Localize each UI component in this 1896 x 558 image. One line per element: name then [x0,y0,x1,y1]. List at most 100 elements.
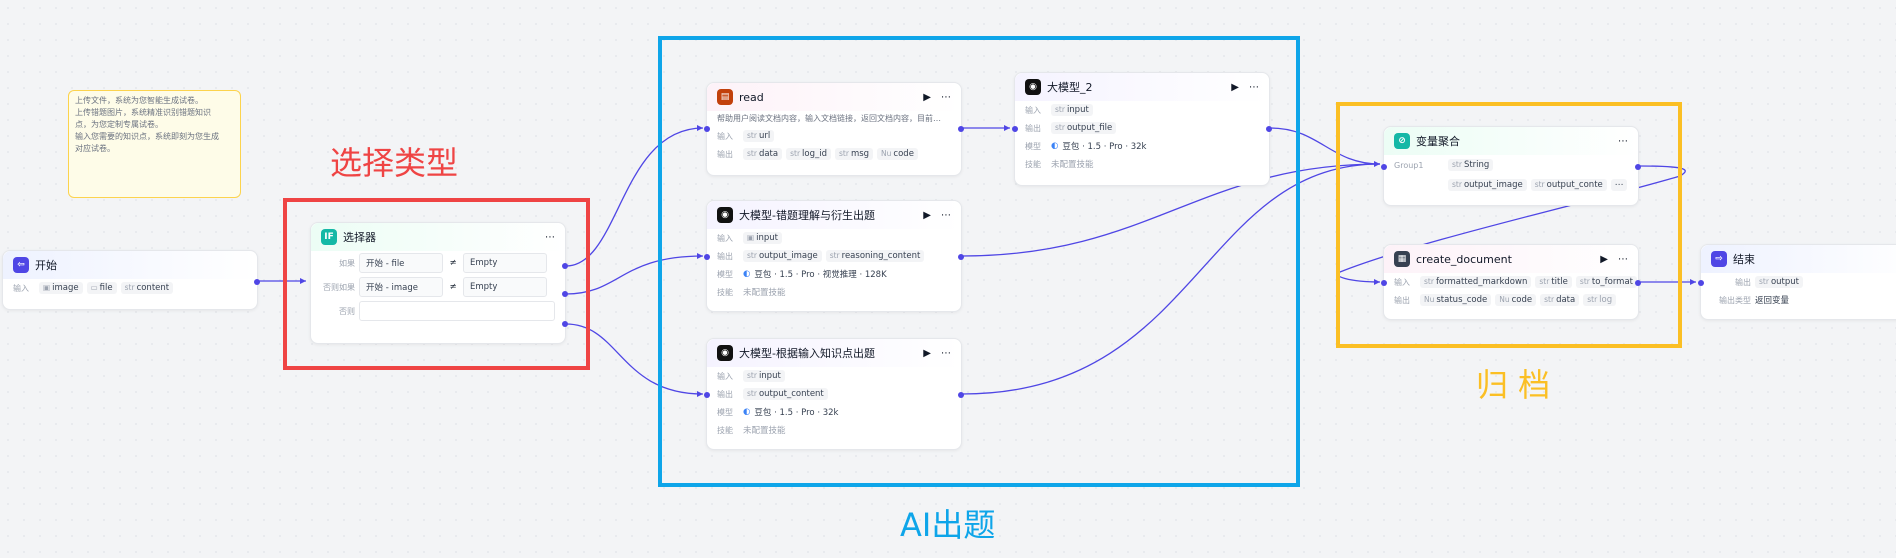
type-tag: str [1055,105,1065,114]
input-port[interactable] [704,392,710,398]
skill-value: 未配置技能 [743,426,786,436]
var-name: output_content [758,389,824,399]
type-tag: str [124,283,135,292]
doubao-icon: ◐ [743,269,751,279]
cond-var[interactable]: 开始 - image [359,277,443,297]
output-port[interactable] [562,321,568,327]
cond-key: 否则如果 [323,282,355,292]
var-name: image [52,283,79,293]
output-port[interactable] [1266,126,1272,132]
var-name: output_image [758,251,818,261]
type-tag: str [1579,277,1590,286]
more-icon[interactable]: ⋯ [545,231,555,243]
row-label: 输入 [717,131,733,141]
llm-icon: ◉ [1025,79,1041,95]
cond-value[interactable]: Empty [463,277,547,297]
document-plugin-icon: ▦ [1394,251,1410,267]
node-title: read [739,90,764,104]
input-port[interactable] [704,126,710,132]
run-icon[interactable]: ▶ [923,347,931,359]
var-name: formatted_markdown [1435,277,1528,287]
var-name: output_file [1066,123,1113,133]
var-name: input [758,371,781,381]
selector-node[interactable]: IF 选择器 ⋯ 如果 开始 - file ≠ Empty 否则如果 开始 - … [310,222,568,344]
run-icon[interactable]: ▶ [1600,253,1608,265]
cond-key: 否则 [339,306,355,316]
type-tag: str [1452,160,1462,169]
node-title: 大模型_2 [1047,81,1093,94]
doubao-icon: ◐ [1051,141,1059,151]
output-port[interactable] [562,263,568,269]
type-tag: Nu [881,149,892,158]
more-icon[interactable]: ⋯ [1618,135,1628,147]
cond-else-box[interactable] [359,301,555,321]
input-port[interactable] [704,254,710,260]
var-name: url [758,131,771,141]
output-port[interactable] [562,291,568,297]
var-name: output [1770,277,1799,287]
more-icon[interactable]: ⋯ [941,209,951,221]
condition-row: 否则 [311,299,568,327]
aggregate-icon: ⊘ [1394,133,1410,149]
node-title: 结束 [1733,253,1755,266]
run-icon[interactable]: ▶ [1231,81,1239,93]
input-port[interactable] [1698,280,1704,286]
var-type: String [1463,160,1490,170]
var-name: to_format [1591,277,1634,287]
highlight-box-yellow [1336,102,1682,348]
more-icon[interactable]: ⋯ [941,91,951,103]
type-tag: str [1759,277,1769,286]
sticky-note[interactable]: 上传文件，系统为您智能生成试卷。 上传错题图片，系统精准识别错题知识 点，为您定… [68,90,241,198]
more-icon[interactable]: ⋯ [941,347,951,359]
output-port[interactable] [958,392,964,398]
var-name: code [893,149,914,159]
run-icon[interactable]: ▶ [923,209,931,221]
var-name: reasoning_content [841,251,921,261]
output-port[interactable] [1635,164,1641,170]
var-name: code [1511,295,1533,305]
output-port[interactable] [254,279,260,285]
input-port[interactable] [1381,280,1387,286]
var-name: status_code [1436,295,1488,305]
output-port[interactable] [958,254,964,260]
read-node[interactable]: ▤ read ▶ ⋯ 帮助用户阅读文档内容，输入文档链接，返回文档内容，目前… … [704,82,964,176]
var-name: content [136,283,170,293]
var-name: input [756,233,778,243]
output-port[interactable] [958,126,964,132]
image-icon: ▣ [43,283,51,292]
input-port[interactable] [1381,164,1387,170]
cond-var[interactable]: 开始 - file [359,253,443,273]
more-vars-icon[interactable]: ⋯ [1610,179,1628,191]
cond-value[interactable]: Empty [463,253,547,273]
row-label: 输出类型 [1719,295,1751,305]
if-icon: IF [321,229,337,245]
row-label: 技能 [1025,159,1041,169]
more-icon[interactable]: ⋯ [1618,253,1628,265]
output-port[interactable] [1635,280,1641,286]
input-port[interactable] [1012,126,1018,132]
note-line: 点，为您定制专属试卷。 [75,120,163,129]
node-title: 大模型-错题理解与衍生出题 [739,209,875,222]
row-label: 模型 [1025,141,1041,151]
skill-value: 未配置技能 [1051,160,1094,170]
run-icon[interactable]: ▶ [923,91,931,103]
more-icon[interactable]: ⋯ [1249,81,1259,93]
